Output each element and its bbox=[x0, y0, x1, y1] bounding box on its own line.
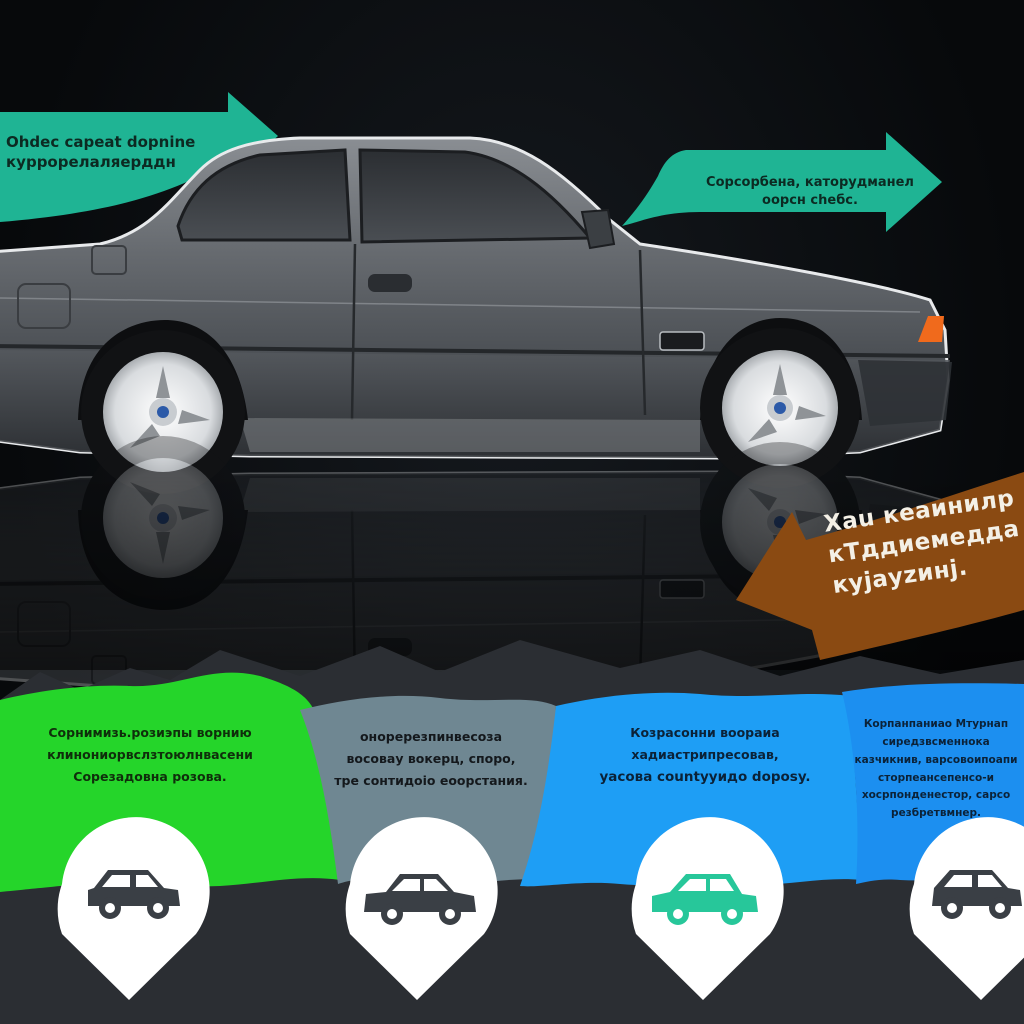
panel-4-text: Корпанпаниао Мтурнап сиредзвсменнока каз… bbox=[848, 716, 1024, 823]
panel-line: казчикнив, варсовоипоапи bbox=[854, 753, 1018, 766]
callout-top-left-text: Ohdec capeat dopnine куррорелаляерддн bbox=[6, 132, 216, 173]
panel-3-text: Козрасонни воораиа хадиастрипресовав, yа… bbox=[560, 722, 850, 789]
panel-1-text: Сорнимизь.розиэпы ворнию клинониорвслзто… bbox=[10, 722, 290, 788]
panel-line: Козрасонни воораиа bbox=[630, 725, 780, 740]
pin-marker-4 bbox=[909, 817, 1024, 1000]
sedan-icon bbox=[364, 874, 476, 925]
callout-arrow-top-left bbox=[0, 92, 278, 222]
panel-line: Сорезадовна розова. bbox=[73, 768, 227, 784]
panel-line: сиредзвсменнока bbox=[882, 735, 990, 748]
car-silhouette-icon bbox=[932, 870, 1022, 919]
callout-arrow-top-right bbox=[622, 132, 942, 232]
callout-top-left-line: Ohdec capeat dopnine bbox=[6, 133, 196, 151]
panel-line: хадиастрипресовав, bbox=[631, 746, 779, 762]
panel-line: сторпеансепенсо-и bbox=[878, 771, 994, 784]
callout-arrow-brown bbox=[736, 472, 1024, 660]
panel-line: резбретвмнер. bbox=[891, 807, 981, 820]
panel-line: хосрпонденестор, сарсо bbox=[861, 789, 1011, 802]
pin-marker-1 bbox=[57, 817, 210, 1000]
panel-line: yасова countyуидо doposy. bbox=[599, 768, 811, 785]
hatchback-icon bbox=[652, 874, 758, 925]
panel-line: тре сонтидоіо еоорстания. bbox=[334, 772, 528, 788]
callout-top-right-line: Сорсорбена, каторудманел bbox=[706, 175, 914, 190]
panel-line: клинониорвслзтоюлнвасени bbox=[47, 746, 253, 762]
panel-line: восовау вокерц, споро, bbox=[346, 750, 516, 766]
callout-top-right-text: Сорсорбена, каторудманел оорсн сheбс. bbox=[690, 174, 930, 209]
car-silhouette-icon bbox=[88, 870, 180, 919]
panel-line: оноререзпинвесоза bbox=[359, 729, 503, 744]
callout-top-right-line: оорсн сheбс. bbox=[762, 192, 858, 208]
feature-panel-1 bbox=[0, 672, 340, 892]
feature-panel-3 bbox=[520, 692, 862, 887]
panel-2-text: оноререзпинвесоза восовау вокерц, споро,… bbox=[300, 726, 562, 792]
callout-top-left-line: куррорелаляерддн bbox=[6, 153, 176, 172]
feature-panel-2 bbox=[300, 695, 556, 885]
panel-line: Сорнимизь.розиэпы ворнию bbox=[48, 725, 252, 740]
panel-line: Корпанпаниао Мтурнап bbox=[863, 718, 1009, 730]
